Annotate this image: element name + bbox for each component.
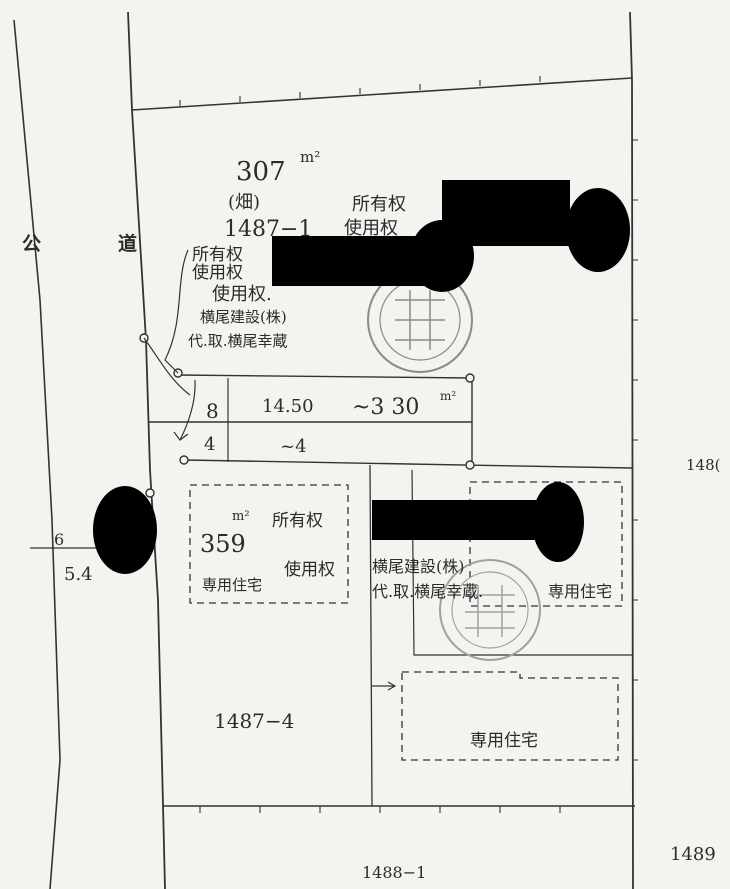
- strip-area: ~3 30: [352, 395, 419, 420]
- north-boundary-line: [131, 77, 633, 111]
- west-boundary-line: [127, 11, 166, 889]
- lower-parcel-lot-number: 1487−4: [214, 709, 294, 733]
- redaction-marks: [93, 180, 630, 574]
- road-label-char-2: 道: [118, 232, 137, 255]
- lower-right-building-outline: [401, 671, 619, 761]
- upper-parcel-area: 307: [236, 157, 286, 187]
- upper-parcel-lot-number: 1487−1: [224, 217, 312, 242]
- east-boundary-line: [629, 11, 634, 889]
- middle-building-type: 専用住宅: [202, 576, 262, 594]
- middle-building-owner-label: 所有权: [272, 511, 323, 531]
- strip-area-unit: m²: [440, 389, 456, 403]
- strip-width-mark-1: 8: [206, 399, 219, 423]
- right-note-building-type: 専用住宅: [548, 582, 612, 601]
- road-boundary-line: [13, 19, 61, 889]
- upper-parcel-land-type: (畑): [228, 192, 260, 213]
- lower-divider-line: [369, 464, 373, 807]
- left-note-owner: 所有权: [192, 245, 243, 265]
- upper-parcel-area-unit: m²: [300, 148, 320, 166]
- strip-mark-lower: ~4: [280, 436, 307, 457]
- left-note-company: 横尾建設(株): [200, 308, 287, 326]
- lower-right-building-label: 専用住宅: [470, 731, 538, 751]
- boundary-ticks: [179, 76, 638, 813]
- neighbor-lot-bottom-right: 1489: [670, 844, 716, 865]
- neighbor-lot-right: 148(: [686, 456, 720, 474]
- left-marker-value: 5.4: [64, 564, 93, 585]
- left-note-representative: 代.取.横尾幸蔵: [188, 332, 288, 350]
- left-marker-value-2: 6: [54, 530, 64, 549]
- right-note-company: 横尾建設(株): [372, 557, 465, 576]
- upper-parcel-owner-label: 所有权: [352, 194, 406, 215]
- left-note-usage-2: 使用权.: [212, 284, 272, 305]
- right-note-representative: 代.取.横尾幸蔵.: [372, 582, 483, 601]
- strip-length: 14.50: [262, 396, 314, 417]
- middle-building-area: 359: [200, 530, 246, 558]
- strip-width-mark-2: 4: [204, 434, 215, 455]
- middle-building-usage-label: 使用权: [284, 559, 335, 580]
- note-leader-line: [143, 249, 196, 442]
- strip-top-line: [177, 374, 473, 379]
- left-note-usage: 使用权: [192, 262, 243, 283]
- middle-building-outline: [189, 484, 349, 604]
- upper-parcel-usage-label: 使用权: [344, 218, 398, 239]
- neighbor-lot-bottom: 1488−1: [362, 863, 426, 882]
- official-seal-lower: [439, 559, 541, 661]
- middle-building-area-unit: m²: [232, 509, 250, 524]
- strip-bottom-line: [184, 459, 633, 469]
- arrow-to-building: [372, 681, 397, 691]
- road-label-char-1: 公: [22, 233, 41, 255]
